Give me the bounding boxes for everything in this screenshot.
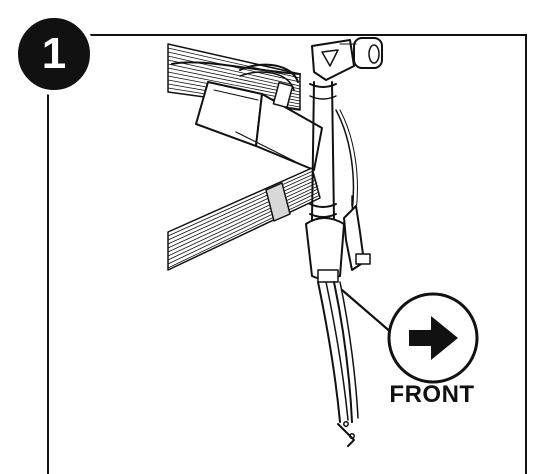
step-badge: 1	[13, 13, 95, 95]
head-tube	[309, 81, 358, 221]
illustration-frame	[47, 34, 527, 474]
fork-crown	[305, 217, 345, 283]
down-tube-wrap	[167, 167, 321, 271]
foam-pad	[195, 81, 323, 171]
brake-caliper	[343, 195, 371, 271]
front-label: FRONT	[389, 381, 475, 408]
arrow-right-icon	[409, 316, 458, 360]
stem	[311, 37, 383, 81]
fork-blades	[317, 281, 359, 447]
bike-frame-packing-illustration	[167, 37, 479, 447]
step-number: 1	[41, 29, 67, 78]
